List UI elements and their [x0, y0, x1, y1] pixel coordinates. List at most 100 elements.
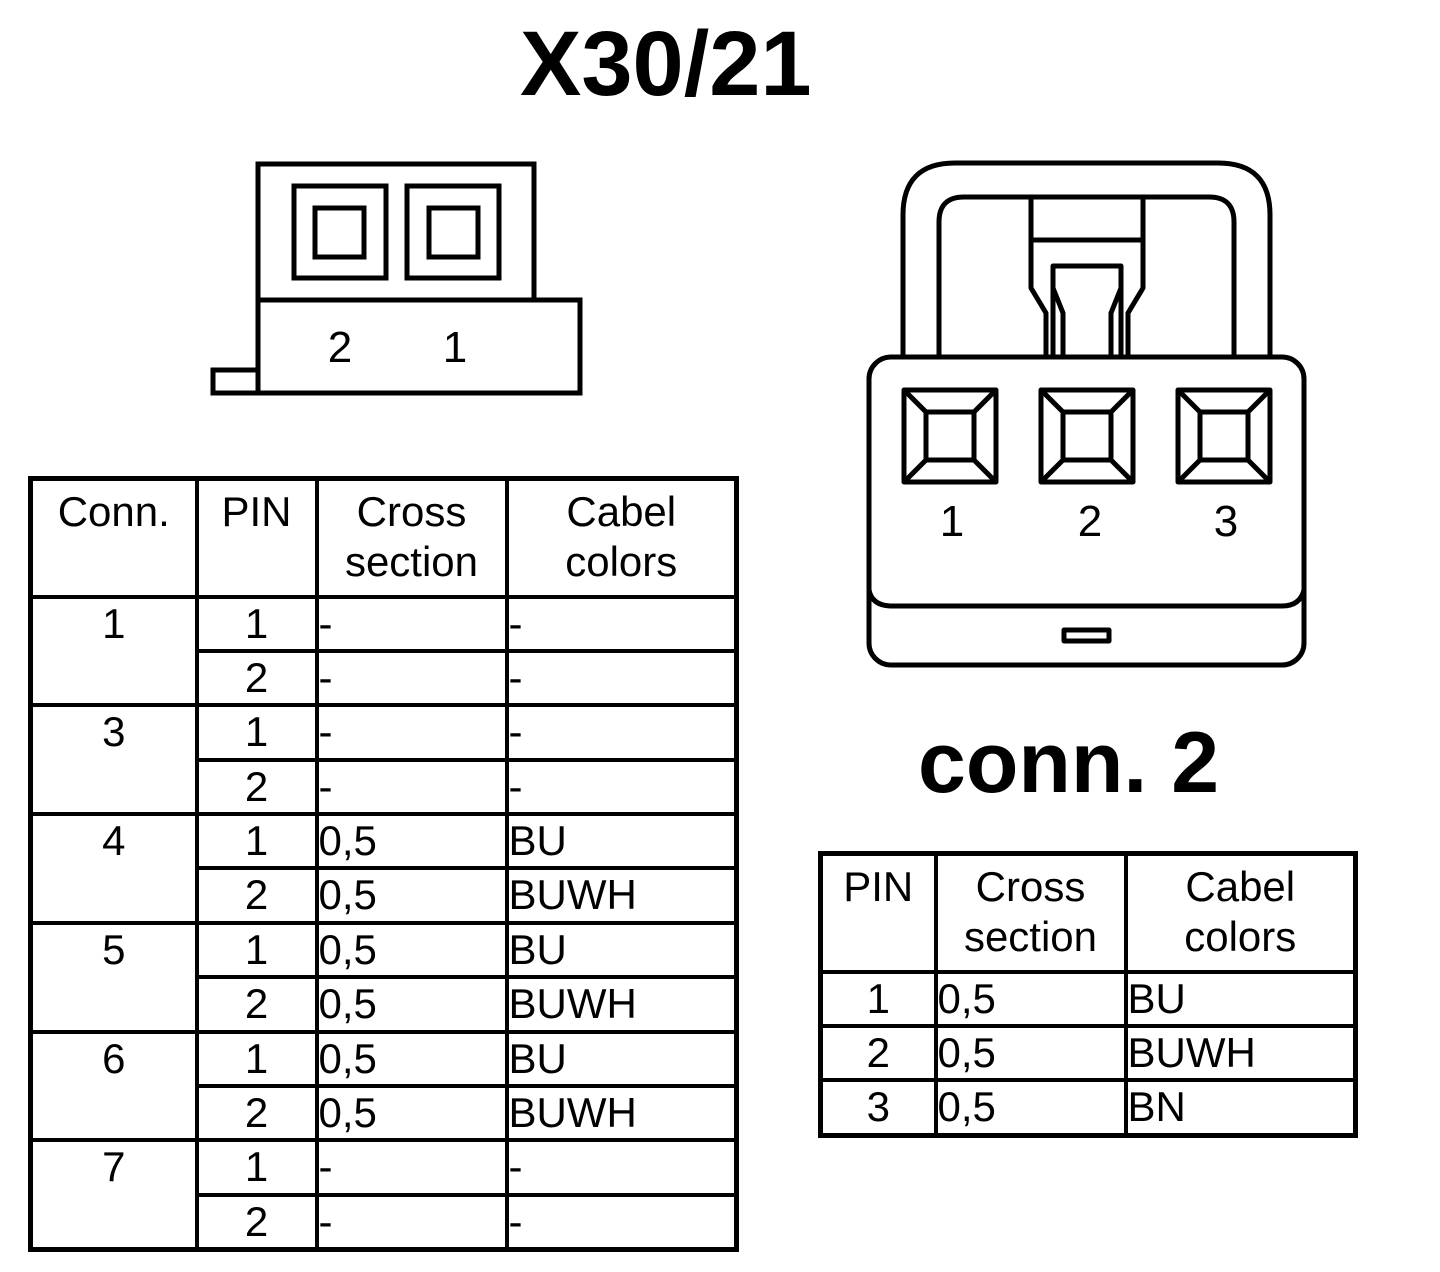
- connector-large-pin-2-outer: [1038, 387, 1136, 485]
- conn-cell: 1: [28, 594, 199, 708]
- pin-cell: 2: [194, 648, 319, 708]
- connector-large-pin-label: 3: [1214, 497, 1238, 546]
- cross-section-cell: -: [314, 757, 509, 817]
- cable-color-cell: -: [504, 757, 739, 817]
- connector-conn2-drawing: 1 2 3: [866, 160, 1307, 668]
- table-row: 2 0,5 BUWH: [818, 1023, 1358, 1083]
- connector-large-pin-3-inner: [1197, 409, 1251, 463]
- cross-section-cell: 0,5: [314, 812, 509, 871]
- connector-small-tab: [210, 367, 261, 396]
- header-colors-line2: colors: [1184, 913, 1297, 961]
- table-row: 2 0,5 BUWH: [31, 975, 739, 1034]
- table-row: 3 0,5 BN: [818, 1078, 1358, 1138]
- table-row: 4 1 0,5 BU: [28, 812, 739, 925]
- connector-large-lever-top: [1028, 194, 1146, 243]
- table-row: 2 0,5 BUWH: [31, 1084, 739, 1143]
- header-cross-line1: Cross: [356, 488, 467, 535]
- cross-section-cell: 0,5: [933, 1078, 1128, 1138]
- cross-section-cell: 0,5: [933, 969, 1128, 1028]
- connector-large-pin-label: 2: [1078, 497, 1102, 546]
- conn2-title: conn. 2: [918, 715, 1220, 811]
- pin-cell: 2: [194, 975, 319, 1034]
- conn-cell: 4: [28, 812, 199, 925]
- header-cross-line2: section: [963, 913, 1098, 961]
- table-row: 2 - -: [31, 1192, 739, 1252]
- header-colors-line1: Cabel: [566, 488, 677, 535]
- cable-color-cell: BUWH: [504, 866, 739, 925]
- pin-cell: 2: [194, 1084, 319, 1143]
- cross-section-cell: -: [314, 648, 509, 708]
- header-pin: PIN: [818, 851, 938, 974]
- header-conn: Conn.: [28, 476, 199, 599]
- pin-cell: 2: [194, 1192, 319, 1252]
- table-row: 1 0,5 BU: [818, 969, 1358, 1028]
- table-row: 2 - -: [31, 648, 739, 708]
- cable-color-cell: BUWH: [1123, 1023, 1358, 1083]
- header-pin: PIN: [194, 476, 319, 599]
- conn-cell: 5: [28, 920, 199, 1034]
- table-row: 2 - -: [31, 757, 739, 817]
- cable-color-cell: -: [504, 703, 739, 762]
- pin-cell: 3: [818, 1078, 938, 1138]
- cross-section-cell: 0,5: [314, 1029, 509, 1089]
- cross-section-cell: 0,5: [314, 866, 509, 925]
- header-cross-line1: Cross: [975, 863, 1086, 910]
- table-row: 5 1 0,5 BU: [28, 920, 739, 1034]
- cable-color-cell: -: [504, 1138, 739, 1197]
- cross-section-cell: 0,5: [933, 1023, 1128, 1083]
- connector-small-pin-label: 2: [328, 323, 352, 372]
- connector-small-lower-body: [255, 297, 583, 396]
- connector-large-housing-step: [866, 589, 1307, 609]
- pin-cell: 2: [194, 757, 319, 817]
- connector-large-pin-1-outer: [901, 387, 999, 485]
- connector-small-pin-2-inner: [312, 205, 367, 260]
- connector-large-lever-slot: [1050, 263, 1124, 357]
- pin-cell: 1: [194, 1138, 319, 1197]
- cross-section-cell: -: [314, 594, 509, 653]
- cross-section-cell: -: [314, 1138, 509, 1197]
- cable-color-cell: -: [504, 648, 739, 708]
- connector-large-pin-2-inner: [1060, 409, 1114, 463]
- connector-large-lever-body: [1028, 240, 1146, 357]
- table-row: 6 1 0,5 BU: [28, 1029, 739, 1143]
- cable-color-cell: BU: [504, 920, 739, 980]
- connector-large-pin-3-outer: [1175, 387, 1273, 485]
- cable-color-cell: BU: [1123, 969, 1358, 1028]
- pin-cell: 1: [194, 1029, 319, 1089]
- cross-section-cell: 0,5: [314, 920, 509, 980]
- cable-color-cell: -: [504, 1192, 739, 1252]
- pin-cell: 1: [194, 812, 319, 871]
- pin-cell: 2: [194, 866, 319, 925]
- pin-cell: 1: [818, 969, 938, 1028]
- connector-large-key: [1061, 627, 1112, 644]
- cable-color-cell: BN: [1123, 1078, 1358, 1138]
- table-row: 3 1 - -: [28, 703, 739, 817]
- cable-color-cell: BUWH: [504, 975, 739, 1034]
- connector-small-pin-1-outer: [404, 183, 502, 281]
- conn-cell: 3: [28, 703, 199, 817]
- connector-small-pin-label: 1: [443, 323, 467, 372]
- table-row: 1 1 - -: [28, 594, 739, 708]
- main-title: X30/21: [520, 13, 812, 115]
- cable-color-cell: -: [504, 594, 739, 653]
- cross-section-cell: 0,5: [314, 975, 509, 1034]
- pin-cell: 1: [194, 920, 319, 980]
- header-colors-line1: Cabel: [1185, 863, 1296, 910]
- connector-small-pin-2-outer: [291, 183, 389, 281]
- cable-color-cell: BU: [504, 812, 739, 871]
- cross-section-cell: -: [314, 703, 509, 762]
- connector-x30-21-drawing: 2 1: [210, 161, 583, 396]
- connector-large-pin-1-inner: [923, 409, 977, 463]
- cross-section-cell: -: [314, 1192, 509, 1252]
- connector-large-lever-slot-side: [1050, 287, 1124, 357]
- table-row: 7 1 - -: [28, 1138, 739, 1252]
- pin-cell: 1: [194, 594, 319, 653]
- cable-color-cell: BU: [504, 1029, 739, 1089]
